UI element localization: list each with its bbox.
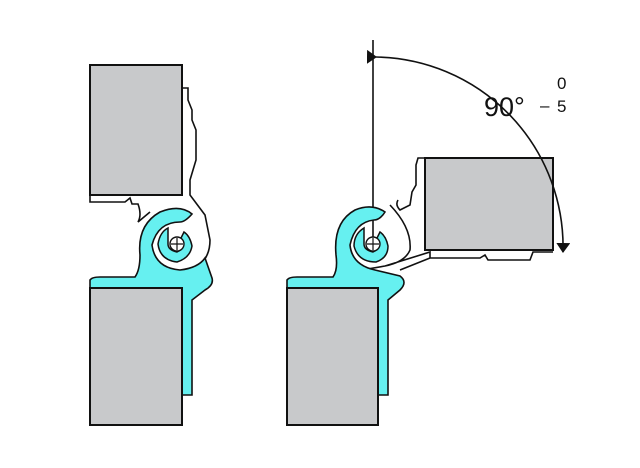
tolerance-sign: – <box>540 96 550 115</box>
tolerance-upper: 0 <box>557 74 566 93</box>
upper-door-panel <box>89 64 183 196</box>
opening-angle-arc <box>366 49 571 253</box>
pivot-cross-icon <box>171 238 183 250</box>
hinge-knuckle <box>157 226 193 263</box>
tolerance-lower: 5 <box>557 97 566 116</box>
lower-door-panel <box>89 287 183 426</box>
lower-hinge-flange <box>89 207 214 396</box>
fixed-door-panel <box>286 287 379 426</box>
opened-door-panel <box>424 157 554 251</box>
closed-hinge-view <box>89 64 214 426</box>
open-hinge-view: 90° 0 – 5 <box>286 40 571 426</box>
angle-label: 90° <box>484 92 525 122</box>
